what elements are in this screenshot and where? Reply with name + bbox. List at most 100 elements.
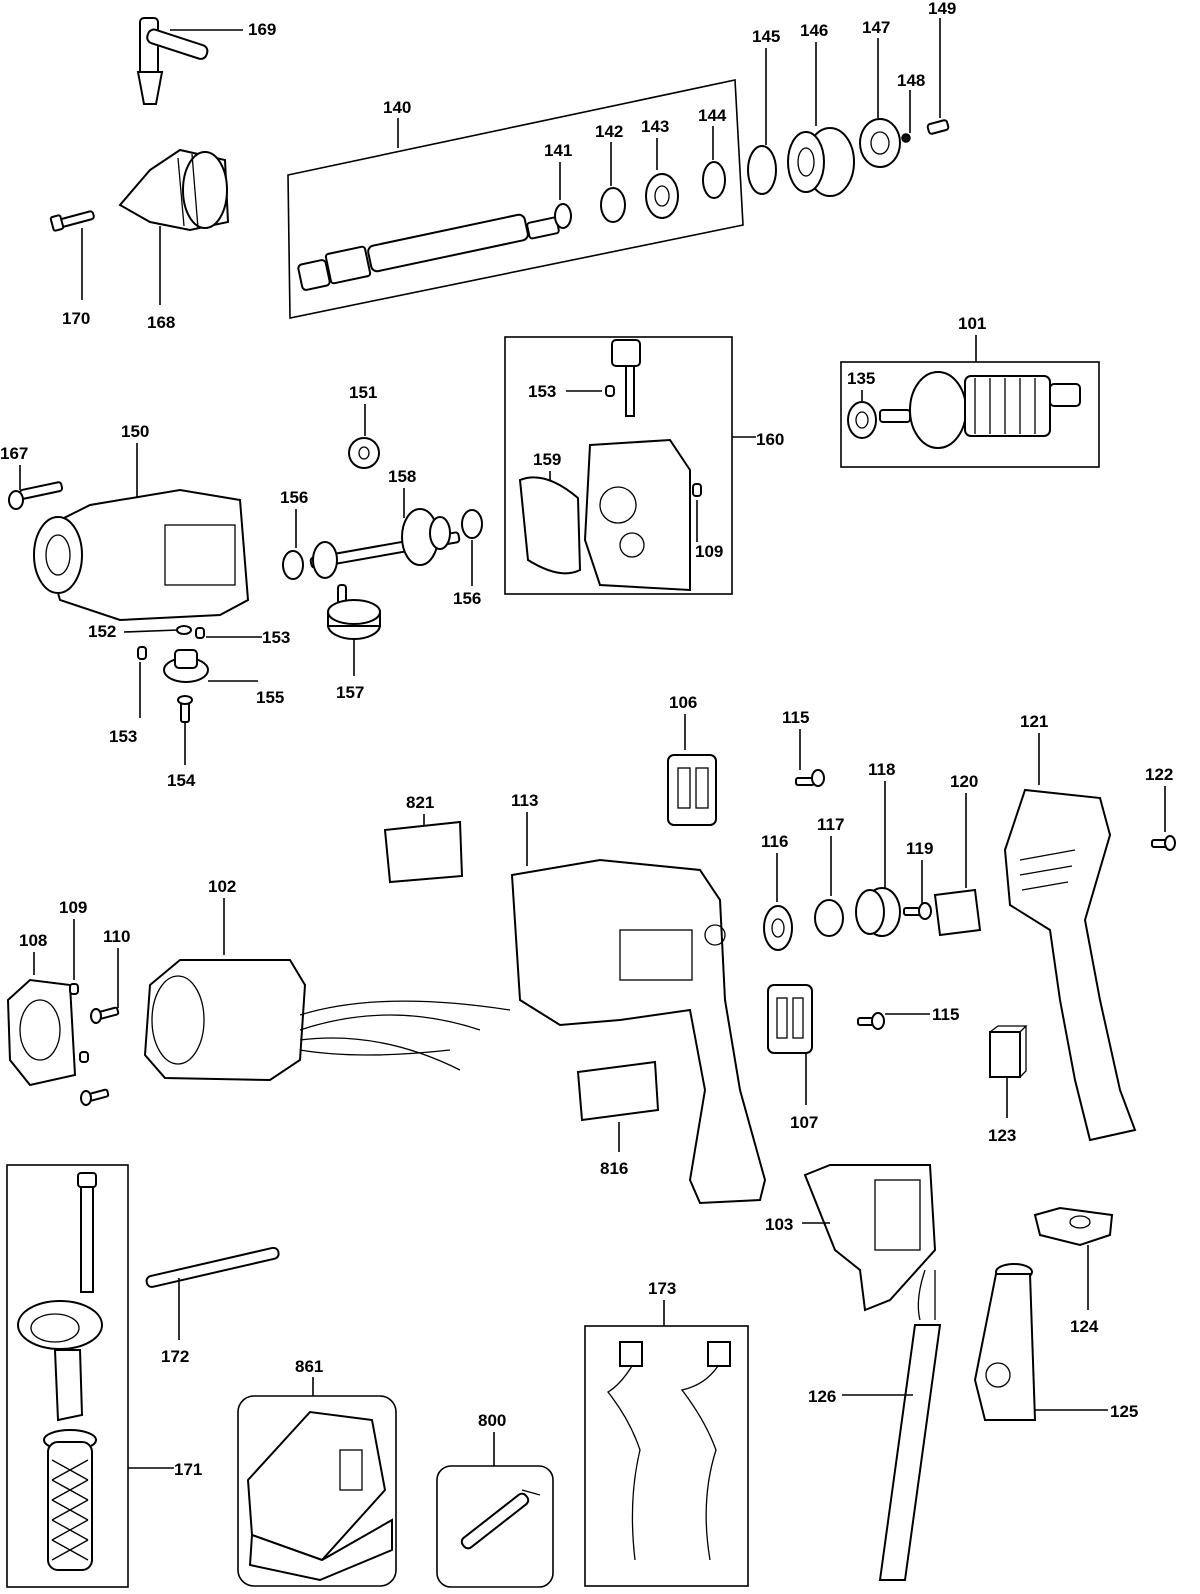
spring-part-142 — [600, 187, 626, 223]
accessory-box — [436, 1465, 554, 1588]
spindle-box — [287, 79, 744, 319]
label-148: 148 — [897, 71, 925, 90]
carbon-brush-part-b — [680, 1341, 731, 1561]
gear-part-146 — [787, 127, 855, 197]
label-171: 171 — [174, 1460, 202, 1479]
plate-part-159 — [518, 476, 582, 575]
washer-part-151 — [348, 437, 380, 469]
shaft-part-158 — [309, 508, 461, 579]
armature-box — [840, 361, 1100, 468]
drill-chuck-part-168 — [118, 148, 230, 232]
bearing-part-143 — [645, 173, 679, 219]
label-110: 110 — [103, 927, 130, 946]
brush-holder-part-106 — [667, 754, 717, 826]
depth-rod-part-172 — [145, 1246, 280, 1288]
label-123: 123 — [988, 1126, 1016, 1145]
washer-part-144 — [702, 161, 726, 199]
nameplate-part-821 — [383, 820, 464, 884]
label-145: 145 — [752, 27, 780, 46]
label-120: 120 — [950, 772, 978, 791]
screw-part-110b — [80, 1088, 110, 1106]
nameplate-part-816 — [576, 1060, 660, 1122]
label-122: 122 — [1145, 765, 1173, 784]
label-160: 160 — [756, 430, 784, 449]
label-156a: 156 — [280, 488, 308, 507]
selector-box — [504, 336, 733, 595]
brush-ring-part-108 — [6, 978, 77, 1087]
label-117: 117 — [817, 815, 844, 834]
label-800: 800 — [478, 1411, 506, 1430]
armature-part-101 — [879, 371, 1081, 449]
accessory-part-800 — [460, 1489, 541, 1550]
label-126: 126 — [808, 1387, 836, 1406]
washer-part-117 — [814, 899, 844, 937]
label-170: 170 — [62, 309, 90, 328]
label-116: 116 — [761, 832, 788, 851]
depth-gauge-box — [6, 1164, 129, 1588]
knob-part-155 — [163, 649, 209, 683]
nut-part-147 — [859, 118, 901, 168]
ball-part-148 — [901, 133, 911, 143]
label-151: 151 — [349, 383, 377, 402]
label-106: 106 — [669, 693, 697, 712]
label-821: 821 — [406, 793, 434, 812]
label-115a: 115 — [782, 708, 809, 727]
clamp-part-124 — [1033, 1206, 1114, 1247]
label-816: 816 — [600, 1159, 628, 1178]
label-169: 169 — [248, 20, 276, 39]
label-115b: 115 — [932, 1005, 959, 1024]
label-149: 149 — [928, 0, 956, 18]
washer-part-156b — [461, 509, 483, 539]
screw-part-167 — [8, 481, 64, 510]
block-part-123 — [989, 1025, 1028, 1078]
label-168: 168 — [147, 313, 175, 332]
label-124: 124 — [1070, 1317, 1099, 1336]
label-144: 144 — [698, 106, 727, 125]
pin-part-109a — [692, 483, 702, 497]
label-108: 108 — [19, 931, 47, 950]
ring-part-152 — [176, 625, 192, 635]
screw-part-170 — [49, 210, 95, 232]
label-167: 167 — [0, 444, 28, 463]
label-101: 101 — [958, 314, 986, 333]
pin-part-109c — [79, 1051, 89, 1063]
label-102: 102 — [208, 877, 236, 896]
power-cord-part-126 — [878, 1269, 942, 1581]
carry-case-part-861 — [246, 1410, 393, 1582]
label-103: 103 — [765, 1215, 793, 1234]
label-157: 157 — [336, 683, 364, 702]
motor-housing-part-113 — [510, 858, 767, 1205]
screw-part-110 — [90, 1006, 120, 1024]
side-handle-part-125 — [973, 1263, 1037, 1421]
pin-part-109b — [69, 983, 79, 995]
pin-part-153b — [195, 627, 205, 639]
label-172: 172 — [161, 1347, 189, 1366]
bearing-part-135 — [847, 401, 877, 439]
label-135: 135 — [847, 369, 875, 388]
brush-holder-part-107 — [767, 984, 813, 1054]
label-125: 125 — [1110, 1402, 1138, 1421]
screw-part-154 — [177, 695, 193, 723]
label-119: 119 — [906, 839, 933, 858]
side-handle-assembly-part-171 — [17, 1172, 103, 1571]
handle-cover-part-121 — [1003, 788, 1137, 1142]
label-173: 173 — [648, 1279, 676, 1298]
label-155: 155 — [256, 688, 284, 707]
screw-part-115b — [857, 1012, 885, 1030]
label-118: 118 — [868, 760, 895, 779]
label-121: 121 — [1020, 712, 1048, 731]
label-109b: 109 — [59, 898, 87, 917]
chuck-key-part — [136, 17, 209, 105]
pin-part-153a — [605, 385, 615, 397]
screw-part-115a — [795, 769, 825, 787]
label-154: 154 — [167, 771, 196, 790]
selector-knob-part — [611, 339, 641, 417]
gear-housing-part-150 — [33, 488, 250, 622]
label-153b: 153 — [262, 628, 290, 647]
selector-housing-part — [583, 438, 691, 592]
ring-part-141 — [554, 203, 572, 229]
label-152: 152 — [88, 622, 116, 641]
bearing-part-116 — [763, 905, 793, 951]
label-159: 159 — [533, 450, 561, 469]
label-156b: 156 — [453, 589, 481, 608]
